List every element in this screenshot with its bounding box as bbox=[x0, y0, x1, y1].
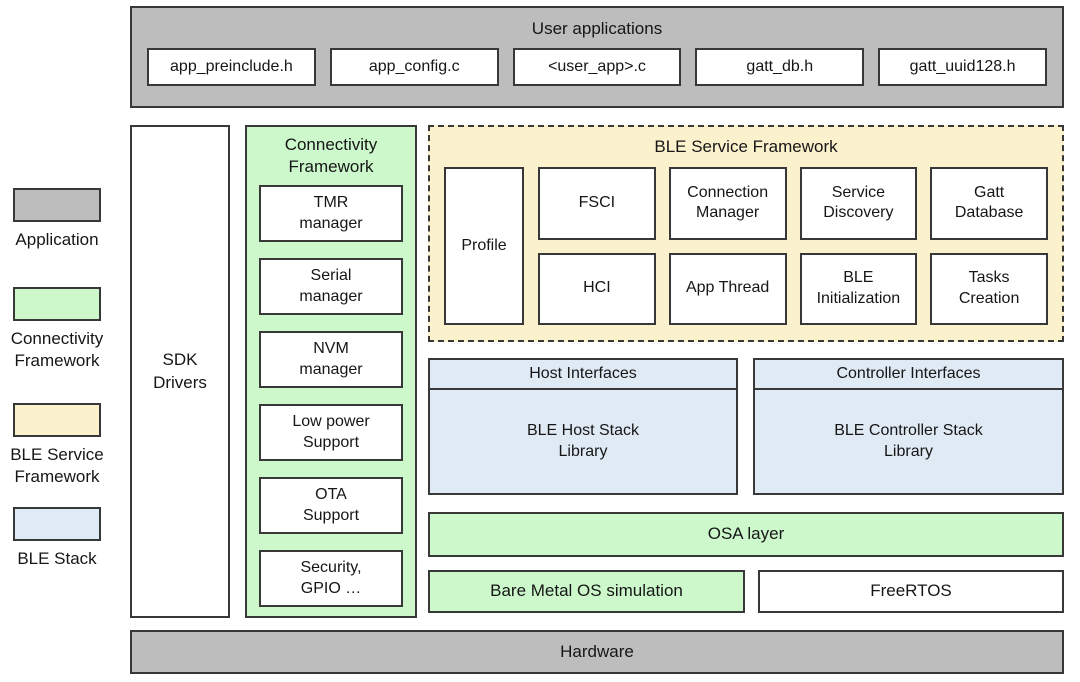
service-hci: HCI bbox=[538, 252, 656, 326]
connectivity-framework-section: Connectivity Framework TMR manager Seria… bbox=[245, 125, 417, 618]
legend-label-ble-service-framework: BLE Service Framework bbox=[10, 445, 104, 487]
controller-interfaces-header: Controller Interfaces bbox=[755, 360, 1062, 390]
module-low-power-support: Low power Support bbox=[259, 404, 403, 462]
ble-service-framework-title: BLE Service Framework bbox=[654, 137, 838, 156]
file-box-app-preinclude: app_preinclude.h bbox=[147, 48, 316, 87]
legend-swatch-application bbox=[13, 188, 101, 222]
service-discovery: Service Discovery bbox=[799, 167, 918, 240]
user-applications-title: User applications bbox=[531, 19, 663, 38]
legend-swatch-connectivity-framework bbox=[13, 287, 101, 321]
legend-swatch-ble-stack bbox=[13, 507, 101, 541]
ble-service-framework-content: Profile FSCI Connection Manager Service … bbox=[444, 167, 1048, 326]
service-ble-initialization: BLE Initialization bbox=[799, 252, 918, 326]
host-interfaces-box: Host Interfaces BLE Host Stack Library bbox=[428, 358, 738, 495]
module-security-gpio: Security, GPIO … bbox=[259, 550, 403, 608]
module-tmr-manager: TMR manager bbox=[259, 185, 403, 243]
module-ota-support: OTA Support bbox=[259, 477, 403, 535]
hardware-bar: Hardware bbox=[130, 630, 1064, 674]
freertos-box: FreeRTOS bbox=[758, 570, 1064, 613]
bare-metal-os-box: Bare Metal OS simulation bbox=[428, 570, 745, 613]
connectivity-framework-modules: TMR manager Serial manager NVM manager L… bbox=[259, 185, 403, 608]
legend-item-ble-service-framework: BLE Service Framework bbox=[0, 403, 114, 488]
host-interfaces-header: Host Interfaces bbox=[430, 360, 736, 390]
file-box-user-app: <user_app>.c bbox=[512, 48, 682, 87]
osa-layer-box: OSA layer bbox=[428, 512, 1064, 557]
service-profile: Profile bbox=[444, 167, 524, 326]
service-fsci: FSCI bbox=[538, 167, 656, 240]
user-application-files-row: app_preinclude.h app_config.c <user_app>… bbox=[132, 40, 1062, 87]
user-applications-section: User applications app_preinclude.h app_c… bbox=[130, 6, 1064, 108]
file-box-gatt-db: gatt_db.h bbox=[695, 48, 865, 87]
legend-label-connectivity-framework: Connectivity Framework bbox=[10, 329, 104, 371]
ble-host-stack-library-label: BLE Host Stack Library bbox=[526, 421, 640, 460]
ble-controller-stack-library-label: BLE Controller Stack Library bbox=[834, 421, 983, 460]
service-connection-manager: Connection Manager bbox=[668, 167, 787, 240]
controller-interfaces-box: Controller Interfaces BLE Controller Sta… bbox=[753, 358, 1064, 495]
legend-item-ble-stack: BLE Stack bbox=[0, 507, 114, 570]
service-grid: FSCI Connection Manager Service Discover… bbox=[538, 167, 1048, 326]
service-tasks-creation: Tasks Creation bbox=[930, 252, 1048, 326]
file-box-app-config: app_config.c bbox=[329, 48, 499, 87]
legend-label-application: Application bbox=[15, 230, 99, 249]
file-box-gatt-uuid128: gatt_uuid128.h bbox=[878, 48, 1047, 87]
service-gatt-database: Gatt Database bbox=[930, 167, 1048, 240]
legend-item-application: Application bbox=[0, 188, 114, 251]
legend-swatch-ble-service-framework bbox=[13, 403, 101, 437]
sdk-drivers-box: SDK Drivers bbox=[130, 125, 230, 618]
service-app-thread: App Thread bbox=[668, 252, 787, 326]
module-nvm-manager: NVM manager bbox=[259, 331, 403, 389]
legend-label-ble-stack: BLE Stack bbox=[17, 549, 97, 568]
connectivity-framework-title: Connectivity Framework bbox=[284, 135, 378, 177]
legend-item-connectivity-framework: Connectivity Framework bbox=[0, 287, 114, 372]
module-serial-manager: Serial manager bbox=[259, 258, 403, 316]
ble-service-framework-section: BLE Service Framework Profile FSCI Conne… bbox=[428, 125, 1064, 342]
